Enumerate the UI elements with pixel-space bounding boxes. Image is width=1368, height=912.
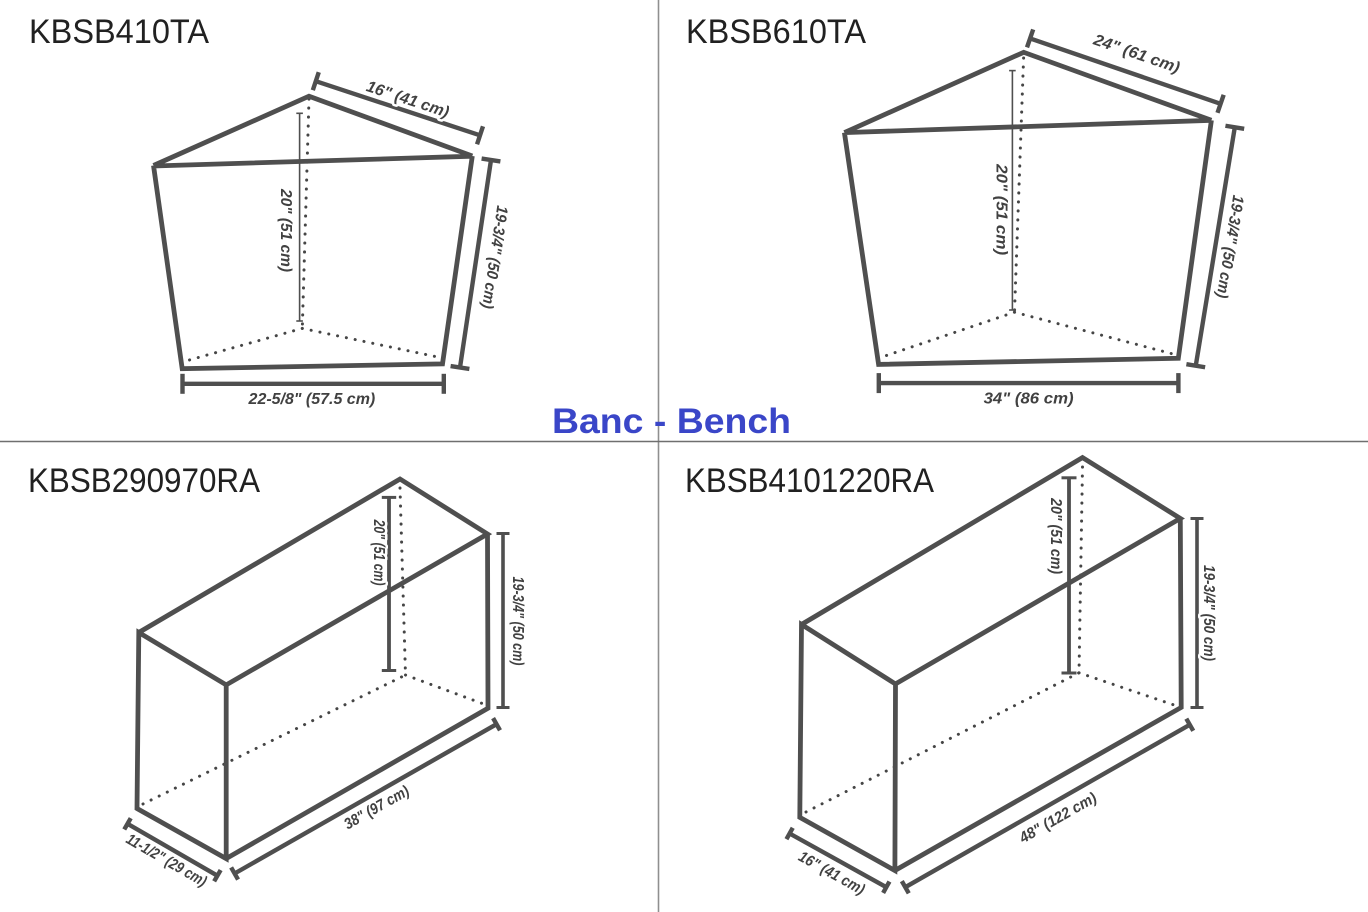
svg-text:20" (51 cm): 20" (51 cm) (370, 519, 387, 586)
svg-text:KBSB4101220RA: KBSB4101220RA (685, 462, 934, 500)
svg-text:KBSB610TA: KBSB610TA (686, 13, 866, 51)
svg-text:19-3/4" (50 cm): 19-3/4" (50 cm) (509, 577, 526, 666)
svg-text:22-5/8" (57.5 cm): 22-5/8" (57.5 cm) (248, 391, 376, 408)
svg-text:Banc - Bench: Banc - Bench (552, 402, 791, 441)
svg-text:20" (51 cm): 20" (51 cm) (992, 163, 1009, 255)
svg-text:KBSB290970RA: KBSB290970RA (28, 462, 260, 500)
svg-text:34" (86 cm): 34" (86 cm) (984, 390, 1074, 407)
svg-text:19-3/4" (50 cm): 19-3/4" (50 cm) (1200, 565, 1217, 661)
svg-text:KBSB410TA: KBSB410TA (29, 13, 209, 51)
svg-text:20" (51 cm): 20" (51 cm) (277, 188, 294, 272)
svg-text:20" (51 cm): 20" (51 cm) (1047, 497, 1064, 574)
